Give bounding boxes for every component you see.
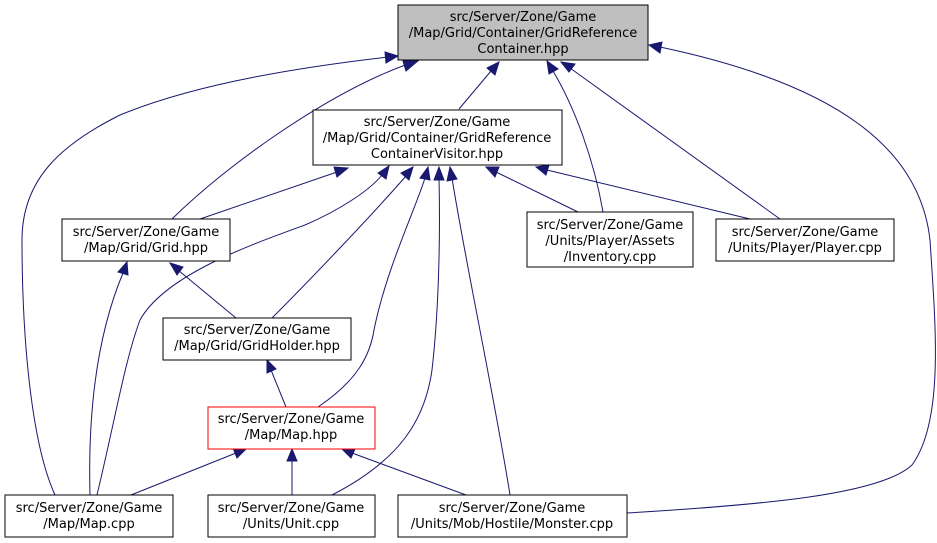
node-line: ContainerVisitor.hpp xyxy=(371,147,503,162)
node-line: /Map/Map.cpp xyxy=(43,517,134,532)
node-line: src/Server/Zone/Game xyxy=(184,323,331,338)
edge-mapcpp-to-maphpp xyxy=(130,447,248,496)
edge-unitcpp-to-visitor xyxy=(331,165,445,496)
node-player-cpp[interactable]: src/Server/Zone/Game /Units/Player/Playe… xyxy=(715,218,895,262)
edge-inventory-to-visitor xyxy=(484,166,579,213)
node-map-cpp[interactable]: src/Server/Zone/Game /Map/Map.cpp xyxy=(4,494,174,538)
node-gridholder-hpp[interactable]: src/Server/Zone/Game /Map/Grid/GridHolde… xyxy=(162,317,352,361)
node-monster-cpp[interactable]: src/Server/Zone/Game /Units/Mob/Hostile/… xyxy=(397,494,628,538)
node-line: Container.hpp xyxy=(477,42,568,57)
edge-mapcpp-to-visitor xyxy=(96,164,390,496)
node-line: /Map/Grid/Grid.hpp xyxy=(84,241,208,256)
edge-maphpp-to-visitor xyxy=(317,165,431,408)
node-line: /Map/Grid/Container/GridReference xyxy=(323,131,552,146)
node-line: /Map/Grid/Container/GridReference xyxy=(409,26,638,41)
edge-visitor-to-container xyxy=(458,61,500,110)
node-line: src/Server/Zone/Game xyxy=(450,10,597,25)
node-line: src/Server/Zone/Game xyxy=(73,225,220,240)
edge-grid-to-visitor xyxy=(199,166,350,220)
node-unit-cpp[interactable]: src/Server/Zone/Game /Units/Unit.cpp xyxy=(207,494,376,538)
node-grid-hpp[interactable]: src/Server/Zone/Game /Map/Grid/Grid.hpp xyxy=(61,218,231,262)
edge-monster-to-visitor xyxy=(446,165,511,496)
node-line: /Units/Player/Assets xyxy=(545,234,674,249)
node-line: /Units/Mob/Hostile/Monster.cpp xyxy=(411,517,613,532)
node-line: src/Server/Zone/Game xyxy=(364,115,511,130)
node-line: src/Server/Zone/Game xyxy=(537,218,684,233)
edge-monster-to-maphpp xyxy=(340,448,467,496)
edge-unitcpp-to-maphpp xyxy=(286,447,298,495)
edge-inventory-to-container xyxy=(546,59,604,213)
nodes: src/Server/Zone/Game /Map/Grid/Container… xyxy=(4,4,895,538)
node-line: /Map/Grid/GridHolder.hpp xyxy=(174,339,340,354)
edge-gridholder-to-visitor xyxy=(271,166,414,319)
edges xyxy=(21,41,936,514)
node-line: src/Server/Zone/Game xyxy=(732,225,879,240)
node-map-hpp[interactable]: src/Server/Zone/Game /Map/Map.hpp xyxy=(207,406,376,450)
node-inventory-cpp[interactable]: src/Server/Zone/Game /Units/Player/Asset… xyxy=(526,211,694,268)
node-line: /Units/Unit.cpp xyxy=(243,517,339,532)
edge-player-to-container xyxy=(559,61,781,220)
edge-player-to-visitor xyxy=(534,164,751,220)
node-line: /Map/Map.hpp xyxy=(245,428,338,443)
edge-mapcpp-to-grid xyxy=(89,260,129,496)
edge-mapcpp-to-container xyxy=(21,51,400,496)
node-line: /Inventory.cpp xyxy=(564,250,656,265)
node-line: src/Server/Zone/Game xyxy=(218,412,365,427)
node-gridreferencecontainervisitor-hpp[interactable]: src/Server/Zone/Game /Map/Grid/Container… xyxy=(312,109,563,166)
edge-gridholder-to-grid xyxy=(168,262,237,319)
node-gridreferencecontainer-hpp[interactable]: src/Server/Zone/Game /Map/Grid/Container… xyxy=(397,4,649,61)
node-line: src/Server/Zone/Game xyxy=(16,501,163,516)
edge-maphpp-to-gridholder xyxy=(266,358,287,408)
node-line: src/Server/Zone/Game xyxy=(218,501,365,516)
node-line: src/Server/Zone/Game xyxy=(439,501,586,516)
node-line: /Units/Player/Player.cpp xyxy=(728,241,882,256)
edge-monster-to-container xyxy=(626,41,936,514)
